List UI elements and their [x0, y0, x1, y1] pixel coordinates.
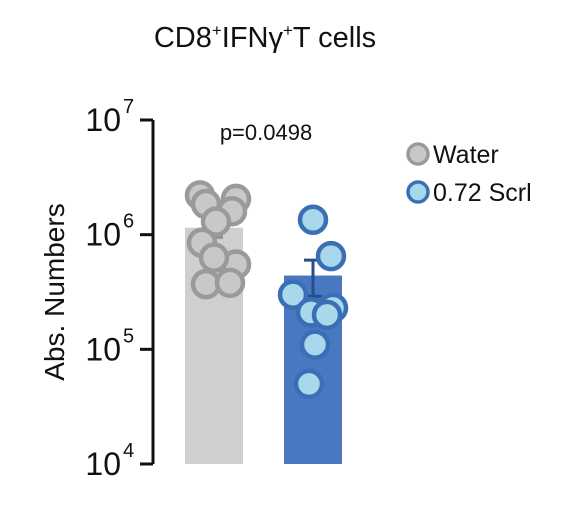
y-tick-exponent: 6 [123, 211, 134, 233]
point-0-8 [214, 267, 246, 299]
title-sup-2: + [283, 21, 293, 40]
y-tick-base: 10 [85, 217, 121, 253]
y-tick-label: 10 [85, 217, 121, 253]
legend-marker-1 [406, 180, 430, 204]
y-axis-label: Abs. Numbers [39, 203, 70, 380]
legend-label-0: Water [433, 141, 499, 169]
y-tick-exponent: 7 [123, 96, 134, 118]
point-1-6 [299, 329, 331, 360]
y-tick-exponent: 5 [123, 325, 134, 347]
title-sup-1: + [212, 21, 222, 40]
chart-title: CD8+IFNγ+T cells [154, 21, 376, 54]
y-tick-label: 10 [85, 446, 121, 482]
y-tick-base: 10 [85, 331, 121, 367]
legend-label-1: 0.72 Scrl [433, 179, 532, 207]
y-tick-base: 10 [85, 102, 121, 138]
p-value-annotation: p=0.0498 [220, 120, 312, 145]
title-ifn: IFNγ [222, 22, 284, 54]
point-1-2 [277, 279, 309, 310]
point-0-9 [198, 242, 230, 273]
point-1-7 [293, 368, 325, 400]
y-tick-label: 10 [85, 331, 121, 367]
point-1-5 [311, 299, 343, 331]
y-tick-label: 10 [85, 102, 121, 138]
y-tick-base: 10 [85, 446, 121, 482]
data-points [184, 180, 349, 400]
point-0-4 [200, 206, 232, 237]
point-1-0 [297, 204, 329, 235]
point-1-1 [315, 240, 347, 272]
legend: Water 0.72 Scrl [406, 141, 532, 207]
y-tick-exponent: 4 [123, 440, 134, 462]
title-tcells: T cells [293, 22, 376, 54]
legend-marker-0 [406, 142, 430, 166]
title-cd8: CD8 [154, 22, 212, 54]
